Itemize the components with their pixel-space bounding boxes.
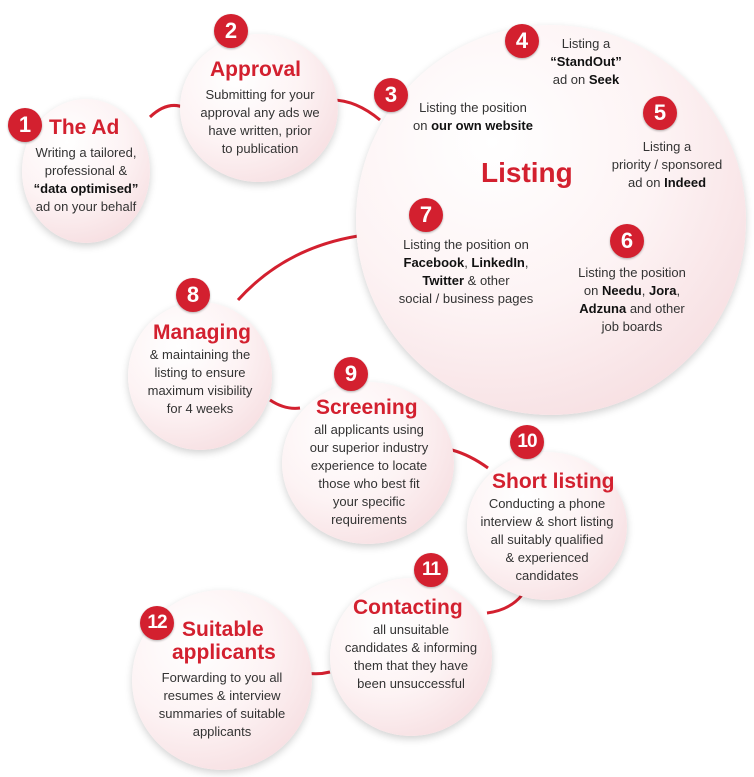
- description-line: all suitably qualified: [490, 532, 604, 547]
- step-5-description: Listing a priority / sponsored ad on Indee…: [596, 138, 738, 192]
- description-line: candidates: [515, 568, 579, 583]
- step-7-number: 7: [409, 198, 443, 232]
- description-line: listing to ensure: [154, 365, 246, 380]
- description-line: candidates & informing: [344, 640, 478, 655]
- description-line: Listing the position on: [403, 237, 529, 252]
- connector-8-9: [269, 398, 301, 410]
- description-line: Writing a tailored,: [35, 145, 137, 160]
- step-12-title-line-2: applicants: [172, 641, 276, 664]
- description-line: Listing a: [561, 36, 611, 51]
- description-line: on Needu, Jora,: [583, 283, 681, 298]
- description-line: Facebook, LinkedIn,: [403, 255, 529, 270]
- step-4-number: 4: [505, 24, 539, 58]
- step-5-number: 5: [643, 96, 677, 130]
- connector-listing-8: [236, 234, 359, 302]
- step-10-title: Short listing: [492, 470, 615, 493]
- description-line: interview & short listing: [480, 514, 614, 529]
- description-line: those who best fit: [318, 476, 420, 491]
- connector-10-11: [486, 594, 524, 615]
- description-line: maximum visibility: [147, 383, 253, 398]
- description-line: applicants: [192, 724, 252, 739]
- description-line: & experienced: [505, 550, 589, 565]
- description-line: & maintaining the: [149, 347, 251, 362]
- description-line: experience to locate: [310, 458, 428, 473]
- step-3-description: Listing the position on our own website: [392, 99, 554, 135]
- description-line: all unsuitable: [373, 622, 449, 637]
- step-1-circle: [22, 99, 150, 243]
- step-10-description: Conducting a phone interview & short list…: [470, 495, 624, 585]
- description-line: all applicants using: [314, 422, 424, 437]
- description-line: summaries of suitable: [158, 706, 286, 721]
- step-11-description: all unsuitable candidates & informing them…: [334, 621, 488, 693]
- step-12-description: Forwarding to you all resumes & interview…: [140, 669, 304, 741]
- description-line: ad on your behalf: [35, 199, 137, 214]
- description-line: on our own website: [413, 118, 533, 133]
- description-line: them that they have: [353, 658, 469, 673]
- step-9-number: 9: [334, 357, 368, 391]
- description-line: Adzuna and other: [579, 301, 685, 316]
- connector-2-3: [331, 98, 381, 122]
- description-line: approval any ads we: [200, 105, 320, 120]
- description-line: Listing a: [642, 139, 692, 154]
- description-line: your specific: [332, 494, 406, 509]
- description-line: ad on Seek: [552, 72, 620, 87]
- step-3-number: 3: [374, 78, 408, 112]
- step-8-title: Managing: [153, 321, 251, 344]
- description-line: our superior industry: [309, 440, 429, 455]
- step-8-description: & maintaining the listing to ensure maximu…: [132, 346, 268, 418]
- description-line: requirements: [331, 512, 407, 527]
- step-11-title: Contacting: [353, 596, 463, 619]
- step-6-number: 6: [610, 224, 644, 258]
- description-line: been unsuccessful: [357, 676, 465, 691]
- description-line: to publication: [221, 141, 299, 156]
- listing-title: Listing: [481, 157, 573, 188]
- step-9-circle: [282, 382, 454, 544]
- step-11-number: 11: [414, 553, 448, 587]
- description-line: social / business pages: [398, 291, 534, 306]
- step-1-description: Writing a tailored, professional & “data o…: [22, 144, 150, 216]
- step-9-title: Screening: [316, 396, 418, 419]
- description-line: Forwarding to you all: [161, 670, 283, 685]
- step-8-number: 8: [176, 278, 210, 312]
- description-line: professional &: [44, 163, 128, 178]
- description-line: “StandOut”: [550, 54, 622, 69]
- step-1-number: 1: [8, 108, 42, 142]
- description-line: have written, prior: [208, 123, 312, 138]
- connector-9-10: [451, 448, 489, 470]
- step-2-description: Submitting for your approval any ads we ha…: [184, 86, 336, 158]
- description-line: Listing the position: [419, 100, 527, 115]
- step-2-number: 2: [214, 14, 248, 48]
- step-6-description: Listing the position on Needu, Jora, Adzun…: [562, 264, 702, 336]
- step-10-number: 10: [510, 425, 544, 459]
- description-line: Submitting for your: [205, 87, 315, 102]
- step-12-number: 12: [140, 606, 174, 640]
- description-line: Listing the position: [578, 265, 686, 280]
- step-11-circle: [330, 578, 492, 736]
- description-line: Twitter & other: [422, 273, 510, 288]
- description-line: for 4 weeks: [166, 401, 234, 416]
- step-4-description: Listing a “StandOut” ad on Seek: [530, 35, 642, 89]
- step-2-circle: [180, 34, 338, 182]
- description-line: resumes & interview: [163, 688, 281, 703]
- description-line: priority / sponsored: [611, 157, 723, 172]
- description-line: Conducting a phone: [488, 496, 606, 511]
- step-2-title: Approval: [210, 58, 302, 81]
- step-7-description: Listing the position on Facebook, LinkedI…: [388, 236, 544, 308]
- step-8-circle: [128, 302, 272, 450]
- step-10-circle: [467, 452, 627, 600]
- step-1-title: The Ad: [49, 116, 120, 139]
- description-line: “data optimised”: [33, 181, 139, 196]
- description-line: ad on Indeed: [627, 175, 707, 190]
- description-line: job boards: [601, 319, 663, 334]
- step-12-title-line-1: Suitable: [182, 618, 264, 641]
- step-9-description: all applicants using our superior industr…: [290, 421, 448, 529]
